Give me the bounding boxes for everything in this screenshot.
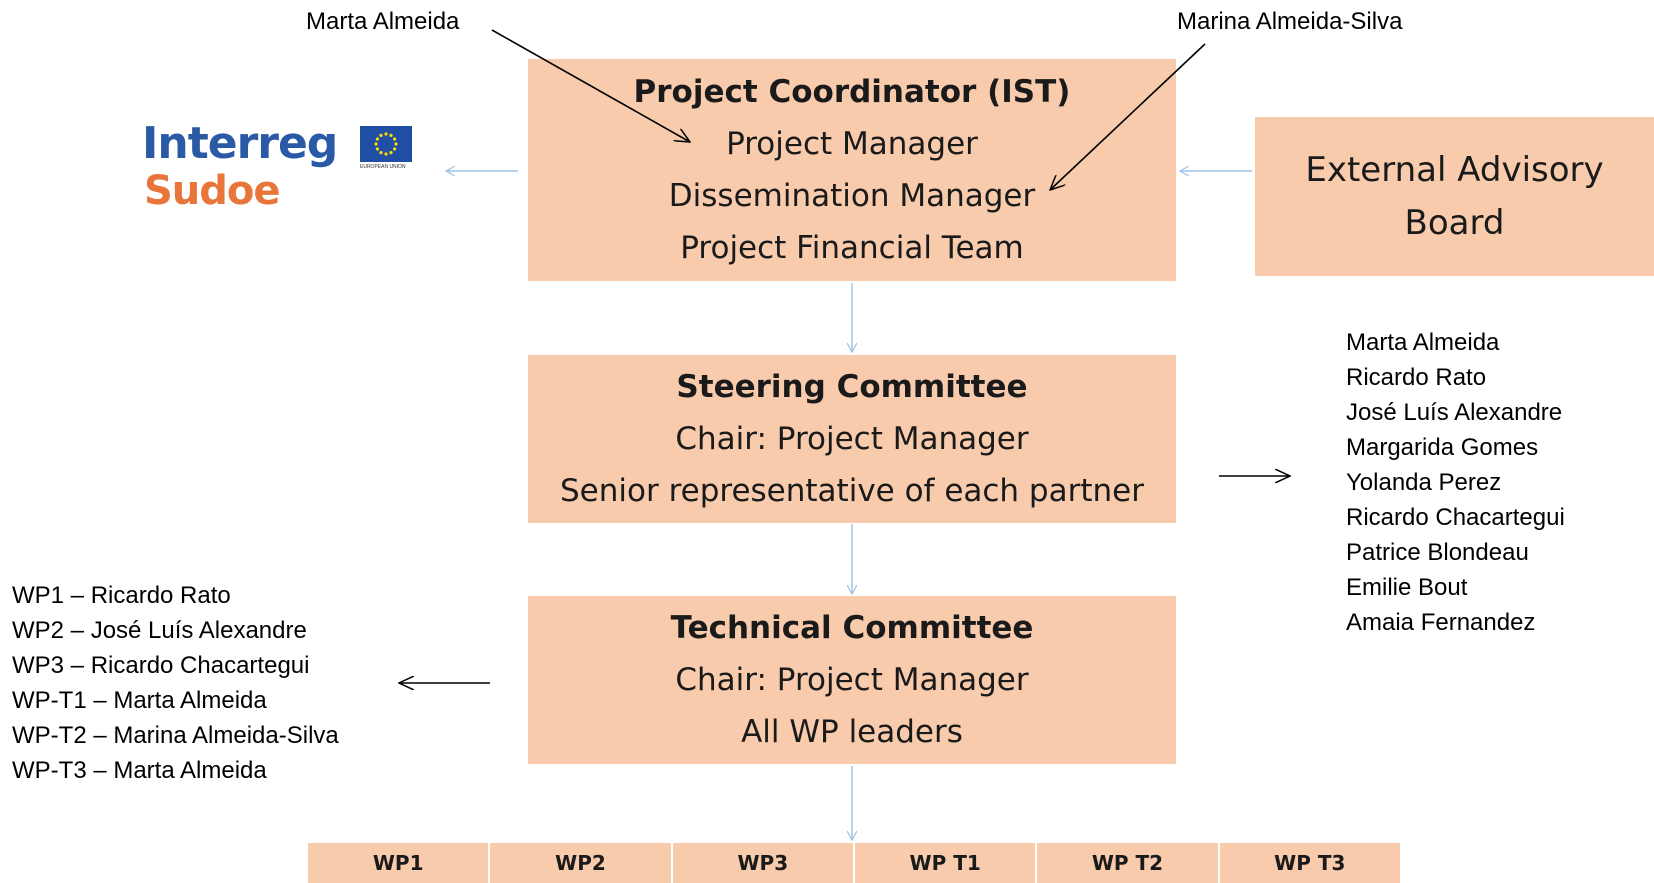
wp-leaders-list: WP1 – Ricardo Rato WP2 – José Luís Alexa… [12,578,339,788]
list-item: Ricardo Rato [1346,364,1487,391]
technical-committee-title: Technical Committee [670,610,1034,646]
list-item: José Luís Alexandre [1346,399,1563,426]
advisory-line-1: External Advisory [1305,149,1604,190]
project-manager-name-label: Marta Almeida [306,8,460,35]
dissemination-manager-role: Dissemination Manager [668,178,1036,214]
list-item: Marta Almeida [1346,329,1500,356]
list-item: Yolanda Perez [1346,469,1502,496]
wp-cell-wp2: WP2 [490,843,673,883]
project-manager-role: Project Manager [726,126,978,162]
steering-committee-box: Steering Committee Chair: Project Manage… [528,355,1176,523]
list-item: WP2 – José Luís Alexandre [12,617,307,644]
arrow-marina-to-dissemination [1050,43,1206,190]
steering-members-list: Marta Almeida Ricardo Rato José Luís Ale… [1346,325,1565,640]
interreg-sudoe-logo: Interreg Sudoe EUROPEAN UNION [142,118,432,228]
technical-committee-box: Technical Committee Chair: Project Manag… [528,596,1176,764]
arrow-marta-to-project-manager [491,29,690,142]
list-item: WP3 – Ricardo Chacartegui [12,652,310,679]
external-advisory-board-box: External Advisory Board [1255,117,1654,276]
dissemination-manager-name-label: Marina Almeida-Silva [1177,8,1403,35]
list-item: Ricardo Chacartegui [1346,504,1565,531]
list-item: Amaia Fernandez [1346,609,1536,636]
list-item: Emilie Bout [1346,574,1468,601]
list-item: Patrice Blondeau [1346,539,1529,566]
list-item: Margarida Gomes [1346,434,1539,461]
list-item: WP-T2 – Marina Almeida-Silva [12,722,339,749]
wp-cell-wpt3: WP T3 [1219,843,1400,883]
list-item: WP-T1 – Marta Almeida [12,687,267,714]
project-coordinator-title: Project Coordinator (IST) [633,74,1071,110]
logo-text-sudoe: Sudoe [144,168,281,214]
flag-caption: EUROPEAN UNION [360,164,406,170]
project-coordinator-box: Project Coordinator (IST) Project Manage… [528,59,1176,281]
wp-cell-wpt1: WP T1 [854,843,1038,883]
work-packages-row: WP1 WP2 WP3 WP T1 WP T2 WP T3 [308,843,1400,883]
advisory-line-2: Board [1404,202,1505,243]
steering-members-desc: Senior representative of each partner [560,473,1144,509]
wp-cell-wp1: WP1 [308,843,491,883]
list-item: WP-T3 – Marta Almeida [12,757,267,784]
technical-chair: Chair: Project Manager [675,662,1029,698]
steering-committee-title: Steering Committee [676,369,1028,405]
wp-cell-wpt2: WP T2 [1037,843,1220,883]
list-item: WP1 – Ricardo Rato [12,582,231,609]
wp-cell-wp3: WP3 [672,843,855,883]
steering-chair: Chair: Project Manager [675,421,1029,457]
technical-members-desc: All WP leaders [741,714,963,750]
eu-flag-icon [360,126,412,162]
financial-team-role: Project Financial Team [680,230,1024,266]
logo-text-interreg: Interreg [142,118,338,169]
